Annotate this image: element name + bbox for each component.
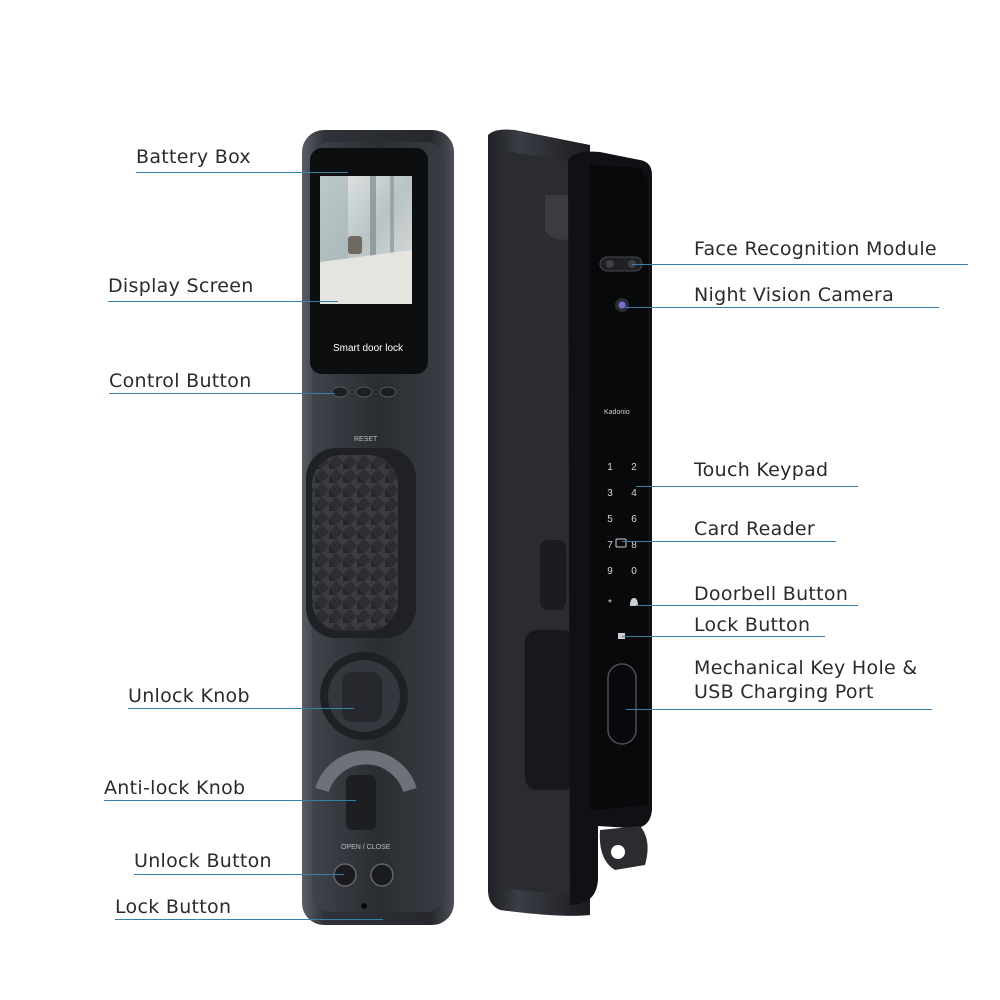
key-star[interactable]: *	[608, 598, 612, 609]
label-face-recognition: Face Recognition Module	[694, 238, 937, 260]
reset-text: RESET	[354, 436, 378, 443]
leader-anti-lock-knob	[104, 800, 356, 801]
leader-touch-keypad	[636, 486, 858, 487]
leader-night-vision	[625, 307, 939, 308]
key-6[interactable]: 6	[631, 514, 637, 525]
open-close-text: OPEN / CLOSE	[341, 844, 391, 851]
label-anti-lock-knob: Anti-lock Knob	[104, 777, 246, 799]
label-touch-keypad: Touch Keypad	[694, 459, 829, 481]
leader-card-reader	[622, 541, 836, 542]
leader-doorbell-button	[636, 605, 858, 606]
label-mechanical-key-1: Mechanical Key Hole &	[694, 657, 918, 679]
brand-text: Kadonio	[604, 409, 630, 416]
leader-face-recognition	[632, 264, 968, 265]
label-battery-box: Battery Box	[136, 146, 251, 168]
key-5[interactable]: 5	[607, 514, 613, 525]
leader-mechanical-key	[626, 709, 932, 710]
front-unit	[302, 130, 454, 925]
leader-lock-button-front	[115, 919, 383, 920]
leader-control-button	[109, 393, 335, 394]
key-1[interactable]: 1	[607, 462, 613, 473]
leader-unlock-knob	[128, 708, 354, 709]
back-unit	[488, 129, 652, 916]
screen-text: Smart door lock	[333, 343, 404, 354]
label-unlock-knob: Unlock Knob	[128, 685, 250, 707]
key-8[interactable]: 8	[631, 540, 637, 551]
label-lock-button-back: Lock Button	[694, 614, 811, 636]
label-display-screen: Display Screen	[108, 275, 254, 297]
label-lock-button-front: Lock Button	[115, 896, 232, 918]
label-mechanical-key-2: USB Charging Port	[694, 681, 874, 703]
label-control-button: Control Button	[109, 370, 252, 392]
key-4[interactable]: 4	[631, 488, 637, 499]
key-7[interactable]: 7	[607, 540, 613, 551]
key-0[interactable]: 0	[631, 566, 637, 577]
key-2[interactable]: 2	[631, 462, 637, 473]
leader-lock-button-back	[622, 636, 825, 637]
key-3[interactable]: 3	[607, 488, 613, 499]
leader-display-screen	[108, 301, 338, 302]
label-unlock-button: Unlock Button	[134, 850, 272, 872]
key-9[interactable]: 9	[607, 566, 613, 577]
label-night-vision: Night Vision Camera	[694, 284, 895, 306]
label-card-reader: Card Reader	[694, 518, 816, 540]
leader-unlock-button	[134, 874, 344, 875]
label-doorbell-button: Doorbell Button	[694, 583, 849, 605]
leader-battery-box	[136, 172, 348, 173]
